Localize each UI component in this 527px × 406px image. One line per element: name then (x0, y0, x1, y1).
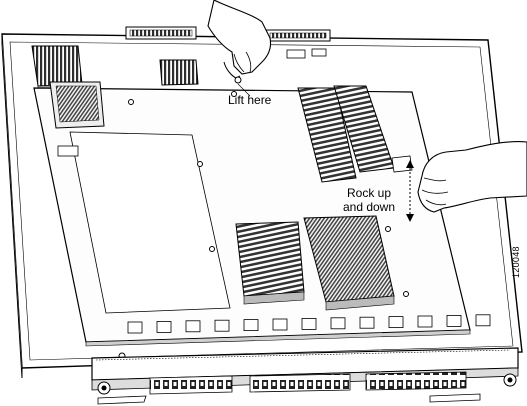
indicator-window (388, 316, 404, 329)
ejector-left (97, 381, 147, 405)
indicator-window (475, 314, 491, 327)
indicator-window (301, 317, 317, 330)
hand-lifting-icon (207, 0, 272, 84)
screw-set (118, 91, 409, 360)
port-bank-3 (365, 371, 467, 391)
rock-label-line1: Rock up (346, 186, 392, 200)
indicator-windows (127, 314, 491, 334)
chip (311, 48, 327, 57)
heatsink-lower-right (303, 215, 395, 311)
port-bank-1 (149, 375, 233, 395)
top-connector-left (125, 26, 197, 40)
indicator-window (272, 318, 288, 331)
rock-up-down-label: Rock up and down (326, 186, 412, 214)
daughter-board (33, 87, 471, 347)
heatsink-dimm-left (297, 87, 357, 183)
heatsink-lower-left (235, 221, 305, 305)
indicator-window (214, 319, 230, 332)
rock-label-line2: and down (342, 200, 396, 214)
lift-leader (237, 83, 251, 97)
indicator-window (243, 319, 259, 332)
indicator-window (330, 317, 346, 330)
indicator-window (417, 315, 433, 328)
double-arrow-vertical-icon (406, 160, 414, 222)
top-connector-right (265, 29, 331, 42)
ejector-right (429, 373, 517, 403)
heatsink-small (159, 59, 199, 86)
indicator-window (185, 320, 201, 333)
indicator-window (446, 314, 462, 327)
port-bank-2 (249, 373, 351, 393)
figure-number: 120048 (511, 246, 521, 278)
lift-here-label: Lift here (228, 93, 272, 107)
indicator-window (127, 321, 143, 334)
heatsink-dimm-right (333, 85, 413, 173)
chip (286, 49, 306, 59)
indicator-window (359, 316, 375, 329)
indicator-window (156, 320, 172, 333)
hand-rocking-icon (417, 141, 527, 213)
square-module (49, 81, 105, 157)
